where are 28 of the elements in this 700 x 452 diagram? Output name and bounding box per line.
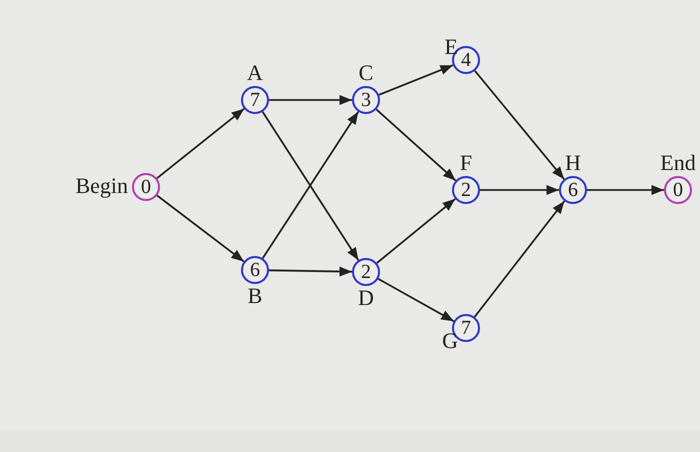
node-circle: 0 [132, 173, 160, 201]
node-label: C [358, 62, 374, 84]
node-label: F [460, 152, 472, 174]
arrow [156, 194, 244, 262]
node-label: A [247, 62, 263, 84]
node-label: Begin [75, 175, 128, 197]
node-circle: 6 [559, 176, 587, 204]
arrow [376, 198, 456, 264]
arrow [378, 64, 454, 96]
arrow [156, 108, 245, 179]
node-circle: 7 [241, 86, 269, 114]
arrow [378, 278, 454, 322]
arrow [269, 94, 352, 106]
arrow [587, 184, 664, 196]
arrow [268, 266, 352, 277]
node-circle: 0 [664, 176, 692, 204]
node-label: H [565, 152, 581, 174]
node-label: D [358, 287, 374, 309]
arrow [376, 108, 456, 182]
node-circle: 2 [352, 258, 380, 286]
node-circle: 2 [452, 176, 480, 204]
node-circle: 6 [241, 256, 269, 284]
node-circle: 3 [352, 86, 380, 114]
arrow [474, 70, 565, 180]
arrow [480, 184, 559, 196]
node-label: End [660, 152, 696, 174]
arrow [474, 200, 566, 318]
node-label: B [248, 285, 262, 307]
